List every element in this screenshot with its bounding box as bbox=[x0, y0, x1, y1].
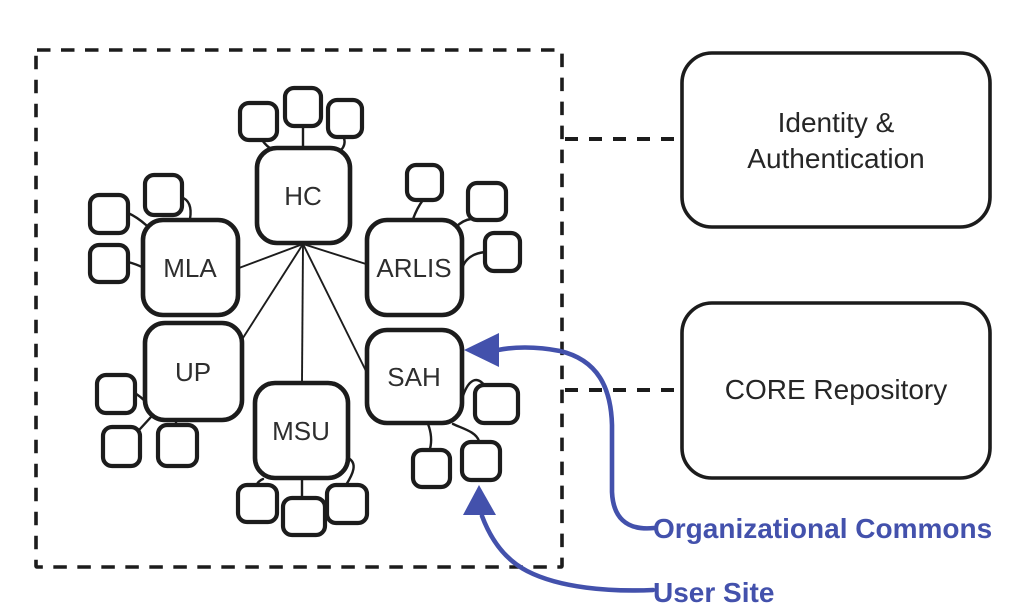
node-box bbox=[364, 327, 465, 426]
satellite-box bbox=[404, 162, 445, 203]
satellite-box bbox=[87, 242, 131, 285]
satellite-box bbox=[100, 424, 143, 469]
org-commons-label: Organizational Commons bbox=[653, 513, 992, 544]
node-label: UP bbox=[175, 357, 211, 387]
satellite-boxes bbox=[87, 85, 523, 538]
node-box bbox=[252, 380, 351, 481]
satellite-box bbox=[87, 192, 131, 236]
node-label: MLA bbox=[163, 253, 217, 283]
node-box bbox=[364, 217, 465, 318]
connector-line bbox=[451, 422, 481, 443]
node-label: SAH bbox=[387, 362, 440, 392]
network-link bbox=[238, 243, 304, 269]
connector-line bbox=[411, 198, 425, 221]
user-site-annotation: User Site bbox=[463, 485, 774, 608]
node-msu: MSU bbox=[252, 380, 351, 481]
node-sah: SAH bbox=[364, 327, 465, 426]
org-commons-arrow bbox=[495, 345, 657, 531]
node-box bbox=[142, 320, 245, 423]
satellite-box bbox=[472, 382, 521, 426]
network-link bbox=[240, 243, 304, 342]
network-links bbox=[238, 243, 367, 383]
user-site-arrowhead-icon bbox=[463, 485, 496, 515]
connector-line bbox=[138, 415, 153, 431]
org-commons-arrowhead-icon bbox=[464, 333, 499, 367]
node-hc: HC bbox=[254, 145, 353, 246]
side-box bbox=[680, 51, 992, 229]
satellite-box bbox=[142, 172, 185, 218]
satellite-box bbox=[282, 85, 324, 129]
connector-line bbox=[426, 422, 433, 451]
satellite-box bbox=[410, 447, 453, 490]
network-link bbox=[302, 243, 367, 372]
node-label: HC bbox=[284, 181, 322, 211]
network-link bbox=[302, 243, 367, 265]
satellite-box bbox=[280, 495, 328, 538]
satellite-box bbox=[465, 180, 509, 223]
node-mla: MLA bbox=[140, 217, 241, 318]
user-site-satellite-box bbox=[459, 439, 503, 483]
user-site-label: User Site bbox=[653, 577, 774, 608]
satellite-box bbox=[155, 422, 200, 469]
satellite-box bbox=[324, 482, 370, 526]
core-repository-label: CORE Repository bbox=[725, 374, 948, 405]
node-label: MSU bbox=[272, 416, 330, 446]
node-arlis: ARLIS bbox=[364, 217, 465, 318]
satellite-box bbox=[235, 482, 280, 525]
node-box bbox=[254, 145, 353, 246]
org-commons-annotation: Organizational Commons bbox=[464, 333, 992, 544]
connector-line bbox=[126, 211, 148, 227]
node-up: UP bbox=[142, 320, 245, 423]
identity-auth-label-line2: Authentication bbox=[747, 143, 924, 174]
identity-auth-box: Identity & Authentication bbox=[680, 51, 992, 229]
identity-auth-label-line1: Identity & bbox=[778, 107, 895, 138]
satellite-box bbox=[94, 372, 138, 416]
user-site-arrow bbox=[479, 513, 656, 593]
side-box bbox=[680, 301, 992, 480]
satellite-box bbox=[325, 97, 365, 140]
connector-line bbox=[339, 136, 346, 152]
network-link bbox=[301, 243, 304, 383]
core-repository-box: CORE Repository bbox=[680, 301, 992, 480]
satellite-box bbox=[482, 230, 523, 274]
satellite-box bbox=[237, 100, 280, 143]
connector-line bbox=[461, 250, 487, 268]
node-box bbox=[140, 217, 241, 318]
node-label: ARLIS bbox=[376, 253, 451, 283]
commons-network-boundary bbox=[34, 48, 564, 569]
